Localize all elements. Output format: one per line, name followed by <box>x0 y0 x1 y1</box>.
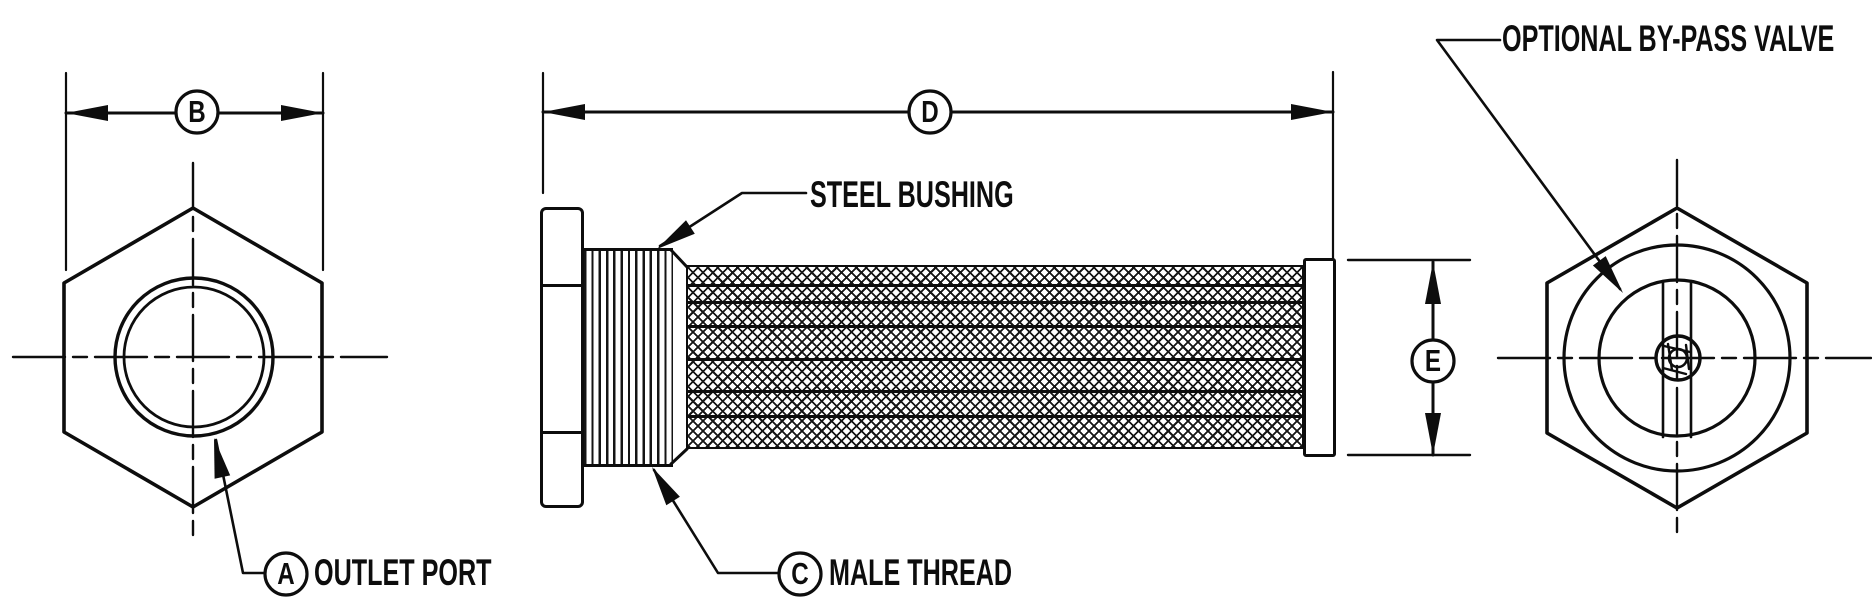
outlet-port-label: OUTLET PORT <box>314 552 492 593</box>
male-thread-section <box>584 248 673 467</box>
dim-d-arrow-left <box>543 104 585 120</box>
steel-bushing-label: STEEL BUSHING <box>810 174 1014 215</box>
thread-bottom-chamfer <box>669 447 689 466</box>
bypass-valve-leader <box>1435 38 1622 291</box>
outlet-port-inner-circle <box>122 285 266 429</box>
dim-b-arrow-right <box>281 105 323 121</box>
mesh-seam-line <box>688 284 1302 287</box>
bypass-valve-spring-hatch <box>1661 342 1692 376</box>
filter-end-cap <box>1303 258 1336 457</box>
bypass-valve-inner-circle <box>1667 347 1689 369</box>
thread-top-chamfer <box>669 248 689 269</box>
hex-body-outline <box>62 206 324 509</box>
mesh-seam-line <box>688 390 1302 393</box>
male-thread-leader <box>652 468 781 575</box>
outlet-port-leader-arrow <box>214 438 231 479</box>
callout-d: D <box>921 94 939 129</box>
bypass-valve-label: OPTIONAL BY-PASS VALVE <box>1502 18 1835 59</box>
callout-b: B <box>188 94 206 129</box>
mesh-seam-line <box>688 358 1302 361</box>
bore-outer-circle <box>1562 243 1792 473</box>
bypass-valve-circle <box>1654 334 1702 382</box>
bypass-valve-leader-arrow <box>1592 256 1623 293</box>
mesh-seam-line <box>688 301 1302 304</box>
dim-e-arrow-up <box>1425 262 1441 304</box>
dim-d-arrow-right <box>1291 104 1333 120</box>
hex-body-outline <box>1545 206 1809 510</box>
callout-c: C <box>791 556 809 591</box>
hex-flange-facet-line <box>543 284 581 287</box>
steel-bushing-leader <box>658 191 808 248</box>
callout-e: E <box>1424 343 1442 378</box>
outlet-port-leader <box>214 438 267 575</box>
male-thread-leader-arrow <box>652 467 680 506</box>
dim-b-arrow-left <box>66 105 108 121</box>
steel-bushing-leader-arrow <box>657 220 695 249</box>
bore-inner-circle <box>1597 278 1757 438</box>
male-thread-label: MALE THREAD <box>829 552 1013 593</box>
outlet-port-outer-circle <box>113 276 275 438</box>
mesh-seam-line <box>688 325 1302 328</box>
dim-e-arrow-down <box>1425 413 1441 455</box>
hex-flange-side-view <box>540 207 584 508</box>
left-end-view <box>11 71 389 597</box>
filter-mesh-element <box>686 265 1304 449</box>
callout-a: A <box>277 556 295 591</box>
hex-flange-facet-line <box>543 431 581 434</box>
mesh-seam-line <box>688 415 1302 418</box>
right-end-view <box>1435 38 1872 539</box>
